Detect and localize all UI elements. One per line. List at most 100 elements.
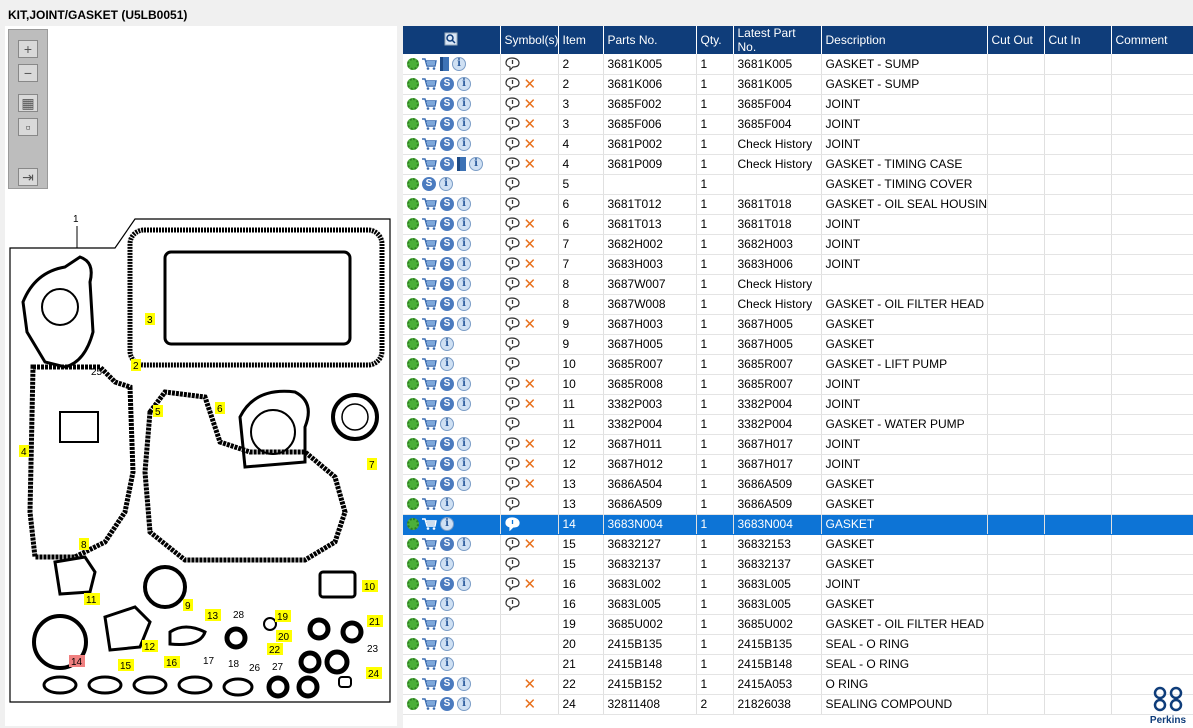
cart-icon[interactable] xyxy=(422,638,437,651)
service-s-icon[interactable]: S xyxy=(440,237,454,252)
exploded-diagram[interactable]: 1 2 3 4 5 6 7 8 9 10 11 12 13 14 15 16 1… xyxy=(5,212,397,722)
gear-icon[interactable] xyxy=(407,278,419,291)
note-bubble-icon[interactable] xyxy=(504,157,520,171)
cart-icon[interactable] xyxy=(422,558,437,571)
fit-window-icon[interactable]: ▫ xyxy=(18,118,38,136)
note-bubble-icon[interactable] xyxy=(504,437,520,451)
service-s-icon[interactable]: S xyxy=(422,177,436,192)
service-s-icon[interactable]: S xyxy=(440,457,454,472)
info-icon[interactable]: i xyxy=(457,577,471,592)
service-s-icon[interactable]: S xyxy=(440,577,454,592)
gear-icon[interactable] xyxy=(407,498,419,511)
note-bubble-icon[interactable] xyxy=(504,497,520,512)
note-bubble-icon[interactable] xyxy=(504,297,520,312)
note-bubble-icon[interactable] xyxy=(504,197,520,212)
gear-icon[interactable] xyxy=(407,358,419,371)
service-s-icon[interactable]: S xyxy=(440,197,454,212)
cart-icon[interactable] xyxy=(422,158,437,171)
cart-icon[interactable] xyxy=(422,398,437,411)
gear-icon[interactable] xyxy=(407,698,419,711)
cart-icon[interactable] xyxy=(422,138,437,151)
cart-icon[interactable] xyxy=(422,278,437,291)
export-icon[interactable]: ⇥ xyxy=(18,168,38,186)
gear-icon[interactable] xyxy=(407,418,419,431)
service-s-icon[interactable]: S xyxy=(440,377,454,392)
info-icon[interactable]: i xyxy=(457,537,471,552)
cart-icon[interactable] xyxy=(422,418,437,431)
cart-icon[interactable] xyxy=(422,238,437,251)
note-bubble-icon[interactable] xyxy=(504,517,520,532)
note-bubble-icon[interactable] xyxy=(504,597,520,612)
info-icon[interactable]: i xyxy=(452,57,466,72)
gear-icon[interactable] xyxy=(407,578,419,591)
service-s-icon[interactable]: S xyxy=(440,97,454,112)
info-icon[interactable]: i xyxy=(457,97,471,112)
info-icon[interactable]: i xyxy=(457,677,471,692)
book-icon[interactable] xyxy=(440,57,449,72)
note-bubble-icon[interactable] xyxy=(504,557,520,572)
note-bubble-icon[interactable] xyxy=(504,117,520,131)
gear-icon[interactable] xyxy=(407,198,419,211)
gear-icon[interactable] xyxy=(407,58,419,71)
gear-icon[interactable] xyxy=(407,518,419,531)
service-s-icon[interactable]: S xyxy=(440,317,454,332)
column-header-description[interactable]: Description xyxy=(821,26,988,54)
note-bubble-icon[interactable] xyxy=(504,577,520,591)
note-bubble-icon[interactable] xyxy=(504,77,520,91)
service-s-icon[interactable]: S xyxy=(440,137,454,152)
info-icon[interactable]: i xyxy=(457,217,471,232)
gear-icon[interactable] xyxy=(407,218,419,231)
info-icon[interactable]: i xyxy=(457,117,471,132)
info-icon[interactable]: i xyxy=(457,197,471,212)
service-s-icon[interactable]: S xyxy=(440,217,454,232)
cart-icon[interactable] xyxy=(422,498,437,511)
service-s-icon[interactable]: S xyxy=(440,677,454,692)
column-header-item[interactable]: Item xyxy=(558,26,604,54)
column-header-symbol-s[interactable]: Symbol(s) xyxy=(500,26,559,54)
cart-icon[interactable] xyxy=(422,598,437,611)
column-header-parts-no[interactable]: Parts No. xyxy=(603,26,697,54)
gear-icon[interactable] xyxy=(407,378,419,391)
note-bubble-icon[interactable] xyxy=(504,337,520,352)
gear-icon[interactable] xyxy=(407,678,419,691)
book-icon[interactable] xyxy=(457,157,466,172)
gear-icon[interactable] xyxy=(407,138,419,151)
gear-icon[interactable] xyxy=(407,658,419,671)
service-s-icon[interactable]: S xyxy=(440,117,454,132)
info-icon[interactable]: i xyxy=(457,697,471,712)
cart-icon[interactable] xyxy=(422,98,437,111)
note-bubble-icon[interactable] xyxy=(504,237,520,251)
gear-icon[interactable] xyxy=(407,538,419,551)
note-bubble-icon[interactable] xyxy=(504,317,520,331)
cart-icon[interactable] xyxy=(422,658,437,671)
gear-icon[interactable] xyxy=(407,238,419,251)
service-s-icon[interactable]: S xyxy=(440,157,454,172)
gear-icon[interactable] xyxy=(407,158,419,171)
cart-icon[interactable] xyxy=(422,258,437,271)
zoom-out-icon[interactable]: − xyxy=(18,64,38,82)
service-s-icon[interactable]: S xyxy=(440,257,454,272)
service-s-icon[interactable]: S xyxy=(440,697,454,712)
info-icon[interactable]: i xyxy=(457,297,471,312)
cart-icon[interactable] xyxy=(422,618,437,631)
info-icon[interactable]: i xyxy=(439,177,453,192)
gear-icon[interactable] xyxy=(407,338,419,351)
gear-icon[interactable] xyxy=(407,558,419,571)
gear-icon[interactable] xyxy=(407,478,419,491)
zoom-in-icon[interactable]: + xyxy=(18,40,38,58)
cart-icon[interactable] xyxy=(422,318,437,331)
cart-icon[interactable] xyxy=(422,438,437,451)
column-header-qty[interactable]: Qty. xyxy=(696,26,734,54)
